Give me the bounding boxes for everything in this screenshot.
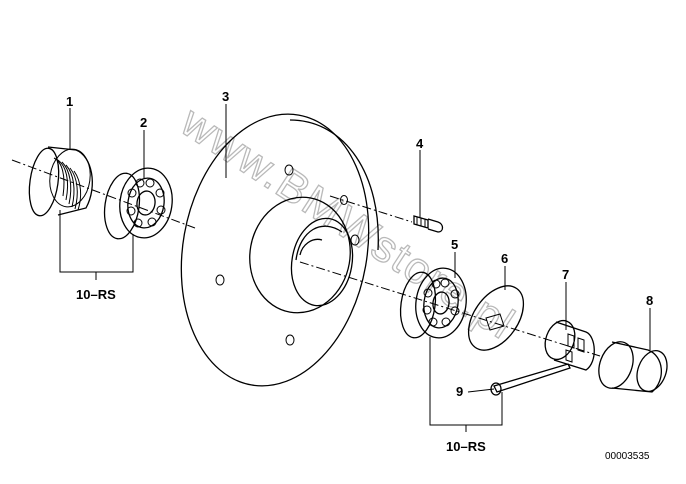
callout-7: 7	[562, 267, 569, 282]
callout-labels: 1 2 3 4 5 6 7 8 9 10–RS 10–RS 00003535	[66, 89, 653, 462]
part-9-cotter-pin	[490, 363, 571, 396]
part-4-bolt	[413, 215, 444, 233]
group-label-10-rs-right: 10–RS	[446, 439, 486, 454]
callout-4: 4	[416, 136, 424, 151]
callout-5: 5	[451, 237, 458, 252]
group-label-10-rs-left: 10–RS	[76, 287, 116, 302]
center-axis-lines	[11, 159, 601, 357]
diagram-code: 00003535	[605, 451, 650, 462]
watermark: www.BMWstore.pl	[172, 97, 524, 349]
callout-9: 9	[456, 384, 463, 399]
part-6-washer	[467, 285, 525, 351]
part-7-castle-nut	[544, 319, 595, 371]
part-2-bearing	[103, 167, 173, 240]
part-1-ring	[28, 146, 93, 217]
callout-6: 6	[501, 251, 508, 266]
part-5-bearing	[399, 267, 467, 339]
part-3-brake-disc	[180, 113, 379, 387]
callout-2: 2	[140, 115, 147, 130]
leader-lines	[59, 104, 651, 432]
part-8-dust-cap	[598, 341, 668, 393]
callout-8: 8	[646, 293, 653, 308]
callout-1: 1	[66, 94, 73, 109]
callout-3: 3	[222, 89, 229, 104]
